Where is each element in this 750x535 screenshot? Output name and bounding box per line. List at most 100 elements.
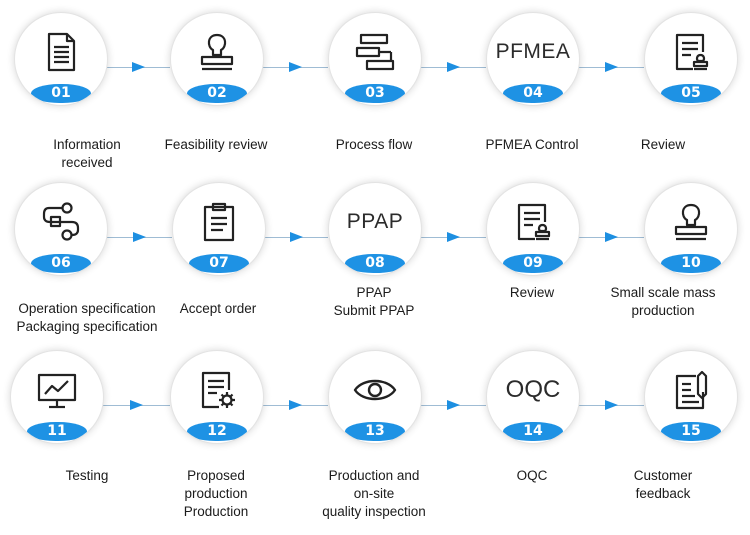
arrow-head-icon — [605, 232, 618, 242]
step-label-line: Accept order — [179, 301, 257, 316]
step-circle: 02 — [170, 12, 264, 106]
step-label-line: PFMEA Control — [485, 137, 579, 152]
process-step-01: 01 — [14, 12, 108, 106]
arrow-head-icon — [132, 62, 145, 72]
step-number-badge: 04 — [503, 84, 563, 103]
step-label: PFMEA Control — [447, 136, 617, 154]
eye-icon — [352, 367, 398, 413]
step-label: Customer feedback — [578, 467, 748, 503]
step-number: 07 — [209, 255, 229, 271]
step-number-badge: 06 — [31, 254, 91, 273]
process-step-13: 13 — [328, 350, 422, 444]
step-circle: 15 — [644, 350, 738, 444]
step-number-badge: 11 — [27, 422, 87, 441]
icon-text: PPAP — [347, 199, 403, 245]
arrow-head-icon — [130, 400, 143, 410]
step-number-badge: 07 — [189, 254, 249, 273]
step-label-line: Submit PPAP — [333, 303, 415, 318]
process-step-05: 05 — [644, 12, 738, 106]
process-step-14: OQC 14 — [486, 350, 580, 444]
process-step-02: 02 — [170, 12, 264, 106]
step-number: 05 — [681, 85, 701, 101]
step-number-badge: 05 — [661, 84, 721, 103]
step-label: Feasibility review — [131, 136, 301, 154]
step-label-line: Customer — [633, 468, 693, 483]
step-number-badge: 14 — [503, 422, 563, 441]
step-label: OQC — [447, 467, 617, 485]
operation-flow-icon — [38, 199, 84, 245]
step-label: Information received — [2, 136, 172, 172]
process-step-12: 12 — [170, 350, 264, 444]
document-icon — [38, 29, 84, 75]
step-circle: 05 — [644, 12, 738, 106]
step-number: 06 — [51, 255, 71, 271]
step-label-line: Testing — [65, 468, 109, 483]
step-number: 13 — [365, 423, 385, 439]
step-label-line: Production and — [328, 468, 420, 483]
step-label-line: Operation specification — [18, 301, 156, 316]
step-circle: 13 — [328, 350, 422, 444]
process-step-08: PPAP 08 — [328, 182, 422, 276]
document-stamp-icon — [668, 29, 714, 75]
process-flow-icon — [352, 29, 398, 75]
process-step-15: 15 — [644, 350, 738, 444]
step-circle: 07 — [172, 182, 266, 276]
step-circle: 11 — [10, 350, 104, 444]
process-step-09: 09 — [486, 182, 580, 276]
step-label-line: production — [184, 486, 248, 501]
step-circle: PFMEA 04 — [486, 12, 580, 106]
step-number-badge: 09 — [503, 254, 563, 273]
arrow-head-icon — [605, 400, 618, 410]
step-label-line: Production — [183, 504, 249, 519]
stamp-icon — [668, 199, 714, 245]
document-gear-icon — [194, 367, 240, 413]
process-step-10: 10 — [644, 182, 738, 276]
arrow-head-icon — [290, 232, 303, 242]
monitor-chart-icon — [34, 367, 80, 413]
step-label-line: OQC — [516, 468, 548, 483]
step-icon-text: PPAP — [346, 210, 404, 233]
clipboard-icon — [196, 199, 242, 245]
process-step-04: PFMEA 04 — [486, 12, 580, 106]
step-number: 08 — [365, 255, 385, 271]
icon-text: PFMEA — [496, 29, 570, 75]
step-number-badge: 13 — [345, 422, 405, 441]
step-circle: OQC 14 — [486, 350, 580, 444]
document-stamp-icon — [510, 199, 556, 245]
step-circle: 10 — [644, 182, 738, 276]
arrow-head-icon — [289, 400, 302, 410]
step-number-badge: 15 — [661, 422, 721, 441]
step-number: 04 — [523, 85, 543, 101]
step-circle: 03 — [328, 12, 422, 106]
step-number: 03 — [365, 85, 385, 101]
step-number-badge: 02 — [187, 84, 247, 103]
icon-text: OQC — [506, 367, 561, 413]
step-label: Review — [447, 284, 617, 302]
arrow-head-icon — [133, 232, 146, 242]
step-label-line: received — [61, 155, 113, 170]
step-circle: 09 — [486, 182, 580, 276]
step-number: 12 — [207, 423, 227, 439]
arrow-head-icon — [447, 232, 460, 242]
step-label: Process flow — [289, 136, 459, 154]
step-label-line: production — [631, 303, 695, 318]
step-label: Accept order — [133, 300, 303, 318]
step-label-line: Review — [509, 285, 555, 300]
step-label-line: Information — [53, 137, 121, 152]
step-number: 14 — [523, 423, 543, 439]
arrow-head-icon — [289, 62, 302, 72]
step-label-line: Process flow — [335, 137, 413, 152]
step-number: 02 — [207, 85, 227, 101]
step-label: Testing — [2, 467, 172, 485]
arrow-head-icon — [447, 400, 460, 410]
step-number: 11 — [47, 423, 67, 439]
step-number: 15 — [681, 423, 701, 439]
step-number-badge: 03 — [345, 84, 405, 103]
step-circle: 06 — [14, 182, 108, 276]
step-label-line: feedback — [635, 486, 691, 501]
process-step-03: 03 — [328, 12, 422, 106]
